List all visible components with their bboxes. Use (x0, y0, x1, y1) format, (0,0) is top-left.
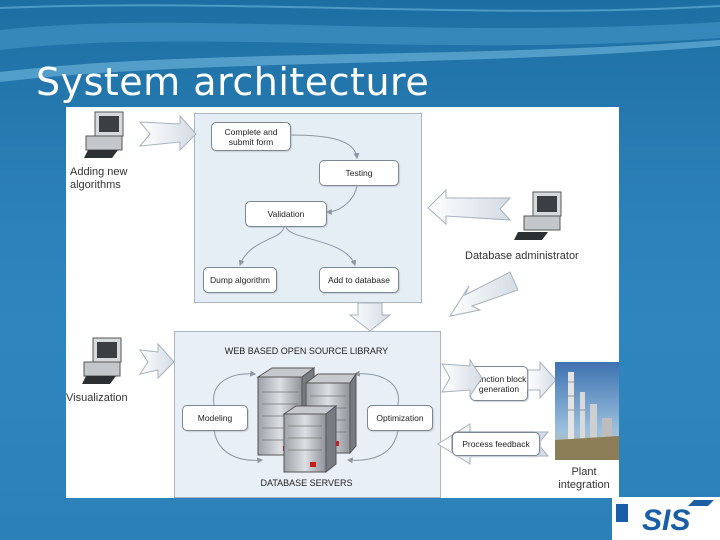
plant-integration-label: Plant integration (558, 466, 610, 491)
arrow-icon (527, 360, 557, 400)
visualization-label: Visualization (66, 392, 128, 404)
computer-icon (84, 111, 124, 158)
dump-algorithm-step: Dump algorithm (203, 267, 277, 293)
arrow-icon (427, 188, 512, 226)
add-to-database-step: Add to database (319, 267, 399, 293)
server-icon (282, 404, 338, 474)
modeling-step: Modeling (182, 405, 248, 431)
process-feedback-step: Process feedback (452, 432, 540, 456)
slide-title: System architecture (36, 60, 430, 104)
arrow-icon (441, 358, 483, 398)
arrow-icon (448, 271, 519, 317)
database-admin-label: Database administrator (465, 250, 579, 262)
computer-icon (82, 337, 122, 384)
workflow-connectors (213, 134, 399, 464)
adding-algorithms-label: Adding new algorithms (70, 166, 128, 191)
computer-icon (514, 191, 562, 240)
validation-step: Validation (245, 201, 327, 227)
database-servers-label: DATABASE SERVERS (260, 478, 353, 488)
sis-logo: SIS (616, 500, 714, 537)
title-swoosh (0, 4, 720, 82)
optimization-step: Optimization (367, 405, 433, 431)
function-block-step: Function block generation (470, 366, 528, 401)
arrow-icon (348, 302, 392, 332)
testing-step: Testing (319, 160, 399, 186)
svg-text:SIS: SIS (642, 504, 690, 537)
plant-photo (555, 362, 619, 460)
library-title: WEB BASED OPEN SOURCE LIBRARY (224, 346, 389, 356)
arrow-icon (138, 342, 175, 380)
arrow-icon (138, 114, 197, 152)
complete-form-step: Complete and submit form (211, 122, 291, 151)
